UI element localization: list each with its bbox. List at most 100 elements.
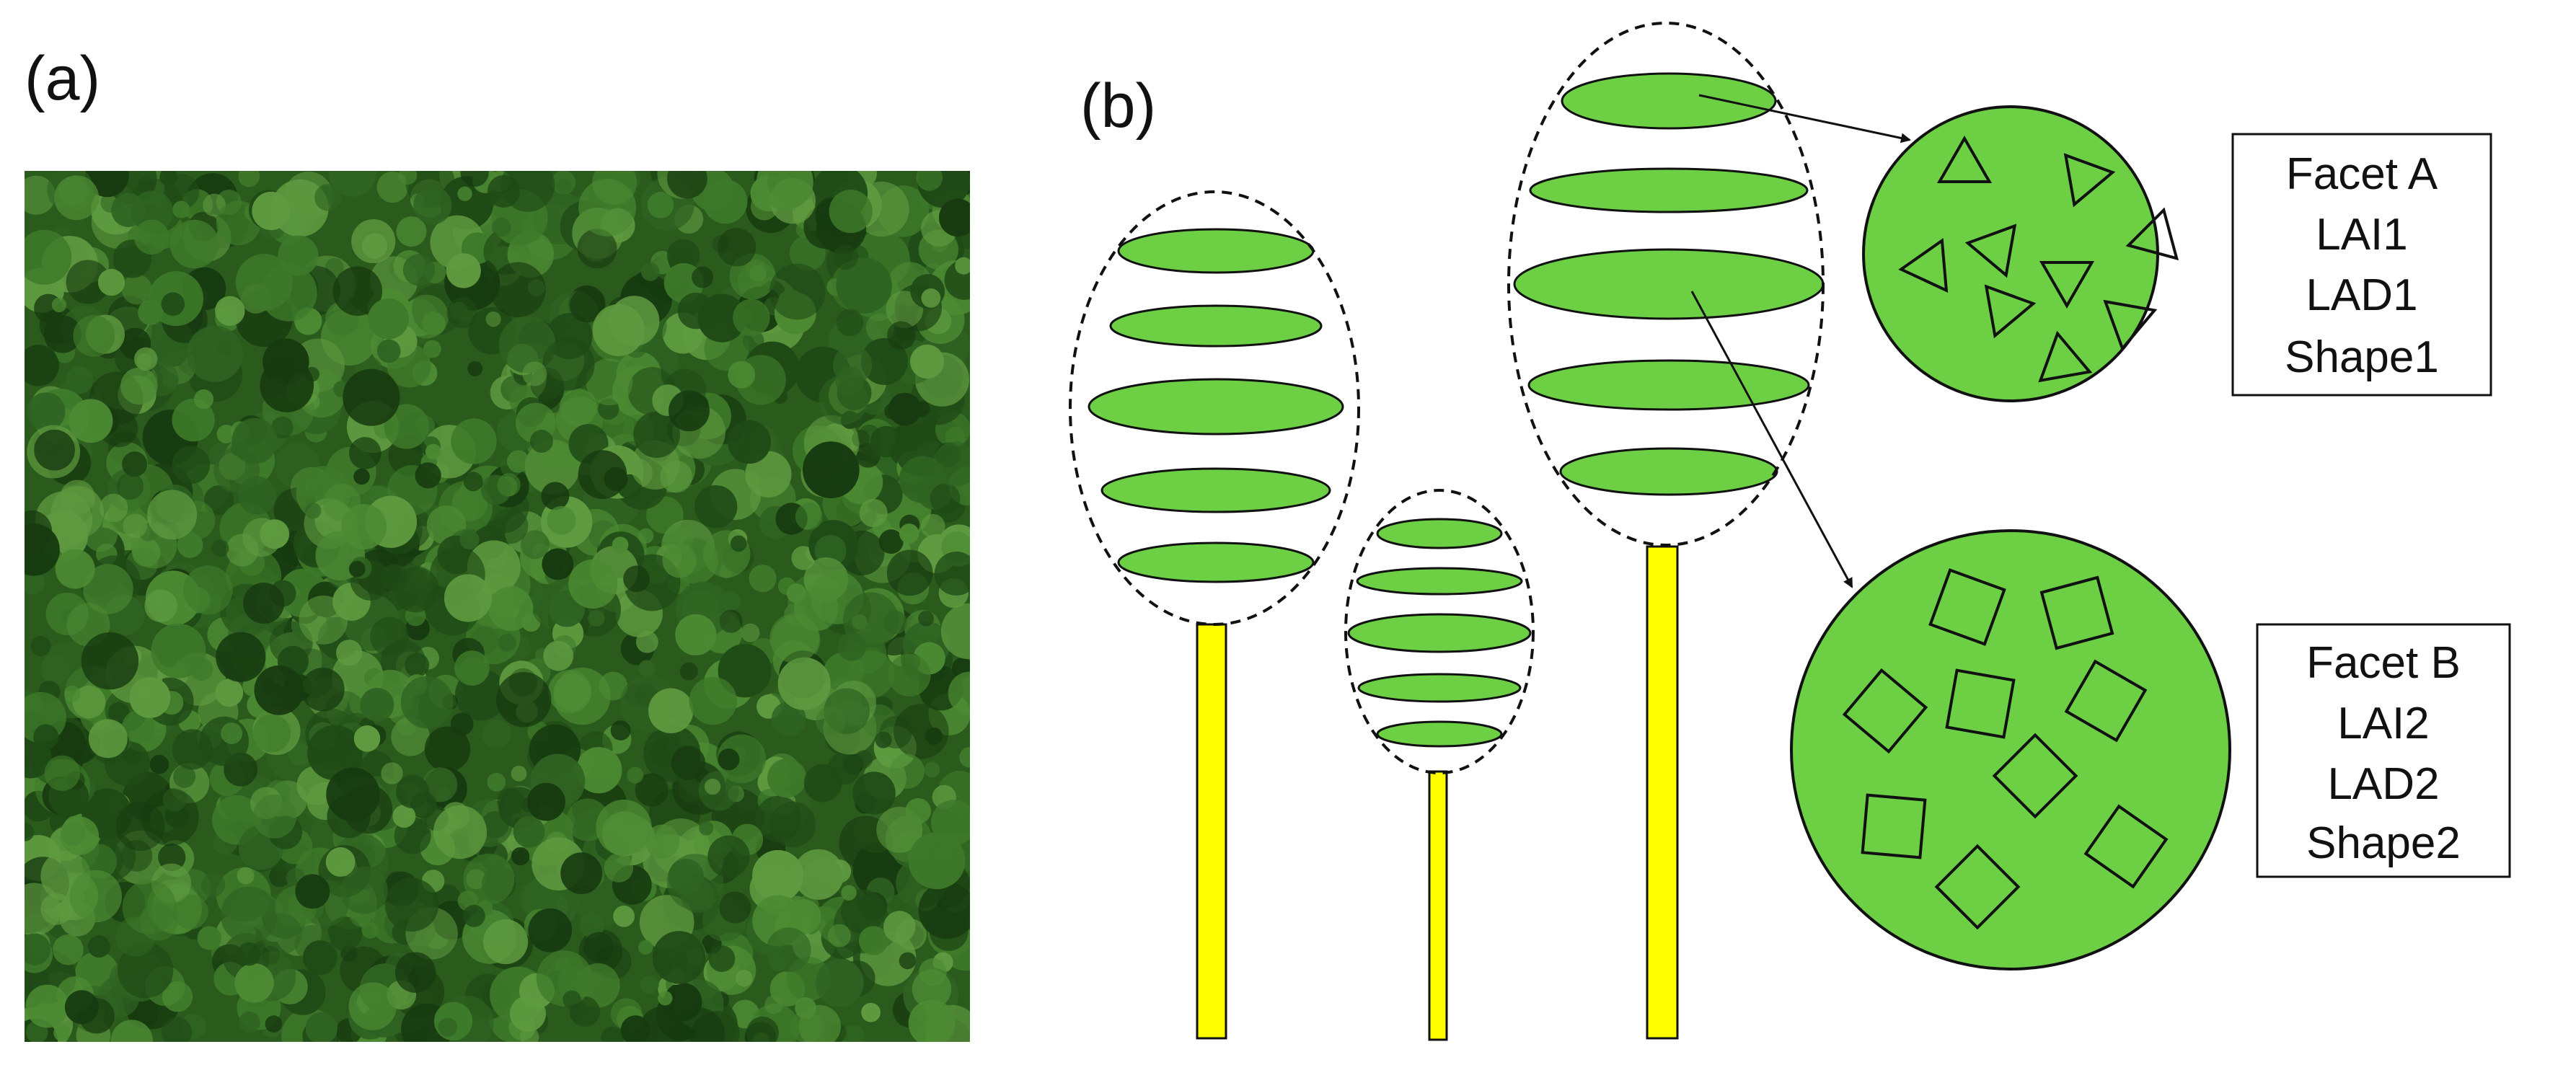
canopy-texture-blob (819, 375, 868, 425)
canopy-texture-blob (836, 257, 892, 314)
canopy-texture-blob (717, 734, 767, 784)
canopy-texture-blob (122, 710, 155, 743)
facet-a-line-2: LAI1 (2316, 210, 2408, 260)
canopy-texture-blob (528, 908, 573, 952)
canopy-texture-blob (708, 945, 736, 973)
canopy-texture-blob (83, 564, 133, 614)
canopy-texture-blob (542, 548, 574, 580)
canopy-texture-blob (707, 835, 750, 878)
canopy-texture-blob (134, 347, 158, 371)
triangle-leaf (2125, 207, 2179, 261)
canopy-texture-blob (878, 529, 904, 554)
canopy-texture-blob (215, 296, 245, 326)
canopy-texture-blob (635, 630, 658, 653)
canopy-texture-blob (485, 311, 501, 327)
canopy-texture-blob (237, 942, 261, 966)
canopy-texture-blob (53, 934, 84, 965)
canopy-texture-blob (861, 1002, 881, 1022)
canopy-texture-blob (54, 175, 100, 221)
canopy-texture-blob (260, 358, 314, 412)
canopy-texture-blob (402, 254, 436, 286)
canopy-texture-blob (328, 171, 376, 197)
canopy-texture-blob (433, 805, 488, 859)
canopy-texture-blob (886, 321, 916, 350)
tree-3-leaf-layer-5 (1559, 447, 1778, 496)
facet-a-line-1: Facet A (2286, 149, 2438, 199)
canopy-texture-blob (519, 1027, 539, 1042)
canopy-texture-blob (271, 416, 294, 438)
canopy-texture-blob (197, 926, 221, 950)
canopy-texture-blob (785, 899, 821, 934)
canopy-texture-blob (694, 485, 738, 529)
canopy-texture-blob (511, 846, 530, 866)
canopy-texture-blob (658, 991, 673, 1006)
canopy-texture-blob (314, 184, 342, 211)
canopy-texture-blob (405, 653, 430, 678)
tree-1-leaf-layer-5 (1117, 541, 1315, 583)
canopy-texture-blob (577, 229, 617, 269)
tree-3-leaf-layer-1 (1561, 72, 1777, 130)
canopy-texture-blob (749, 565, 777, 593)
canopy-texture-blob (488, 585, 534, 632)
canopy-texture-blob (301, 668, 345, 712)
canopy-texture-blob (816, 958, 864, 1007)
triangle-leaf (1964, 224, 2017, 278)
canopy-texture-blob (771, 702, 806, 737)
canopy-texture-blob (161, 1017, 193, 1042)
tree-3-leaf-layer-2 (1529, 167, 1809, 213)
canopy-texture-blob (33, 724, 59, 750)
canopy-texture-blob (498, 316, 556, 373)
canopy-texture-blob (666, 239, 700, 273)
arrow-to-facet-b (1690, 291, 1853, 588)
canopy-texture-blob (252, 714, 291, 753)
canopy-texture-blob (341, 504, 387, 550)
canopy-texture-blob (351, 218, 396, 264)
canopy-texture-blob (559, 388, 597, 426)
arrow-to-facet-a (1698, 94, 1911, 143)
aerial-forest-canopy-photo (25, 171, 970, 1042)
canopy-texture-blob (173, 765, 196, 788)
canopy-texture-blob (343, 368, 400, 426)
canopy-texture-blob (278, 235, 319, 276)
canopy-texture-blob (886, 549, 933, 596)
canopy-texture-blob (506, 450, 530, 473)
canopy-texture-blob (675, 614, 717, 656)
canopy-texture-blob (172, 446, 211, 485)
canopy-texture-blob (791, 546, 816, 570)
canopy-texture-blob (216, 632, 266, 682)
canopy-texture-blob (662, 543, 697, 578)
canopy-texture-blob (736, 970, 753, 987)
canopy-texture-blob (353, 725, 381, 752)
canopy-texture-blob (51, 297, 67, 313)
canopy-texture-blob (302, 940, 338, 975)
canopy-texture-blob (395, 774, 430, 809)
canopy-texture-blob (638, 528, 654, 544)
canopy-texture-blob (543, 640, 574, 671)
square-leaf (1928, 568, 2006, 646)
canopy-texture-blob (335, 640, 363, 666)
canopy-texture-blob (482, 719, 511, 748)
canopy-texture-blob (930, 483, 961, 514)
canopy-texture-blob (610, 720, 631, 740)
canopy-texture-blob (496, 672, 552, 728)
canopy-texture-blob (66, 260, 110, 304)
canopy-texture-blob (497, 473, 521, 497)
canopy-texture-blob (243, 582, 285, 624)
canopy-texture-blob (854, 750, 873, 769)
canopy-texture-blob (578, 178, 637, 236)
triangle-leaf (2039, 260, 2095, 309)
canopy-texture-blob (938, 198, 970, 237)
canopy-texture-blob (238, 171, 260, 187)
canopy-texture-blob (547, 670, 592, 714)
canopy-texture-blob (888, 392, 922, 426)
canopy-texture-blob (435, 787, 450, 802)
canopy-texture-blob (536, 950, 593, 1007)
canopy-texture-blob (601, 1026, 625, 1042)
canopy-texture-blob (491, 217, 511, 237)
canopy-texture-blob (852, 771, 896, 815)
canopy-texture-blob (237, 867, 255, 885)
canopy-texture-blob (398, 171, 418, 185)
canopy-texture-blob (72, 685, 106, 719)
facet-b-line-3: LAD2 (2327, 759, 2439, 809)
